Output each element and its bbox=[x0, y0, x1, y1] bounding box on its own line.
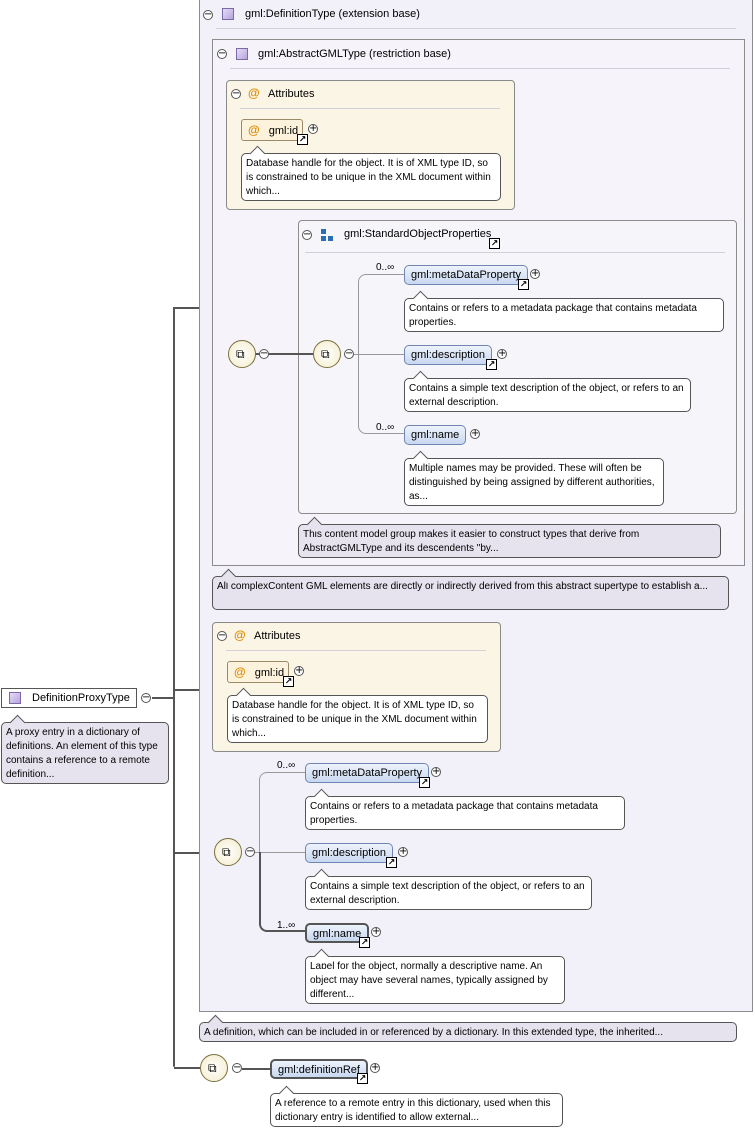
attribute-name: gml:id bbox=[268, 125, 299, 137]
collapse-extension-button[interactable]: − bbox=[203, 9, 213, 20]
group-icon bbox=[321, 229, 334, 242]
restriction-title: gml:AbstractGMLType (restriction base) bbox=[258, 48, 451, 60]
collapse-root-button[interactable]: − bbox=[141, 692, 151, 703]
sequence-glyph-icon: ⧉ bbox=[208, 1061, 217, 1075]
sequence-compositor-icon[interactable] bbox=[214, 838, 242, 866]
attribute-icon: @ bbox=[248, 123, 260, 137]
element-description[interactable]: gml:description bbox=[305, 843, 393, 863]
expand-button[interactable]: + bbox=[497, 348, 507, 359]
element-definitionref[interactable]: gml:definitionRef bbox=[270, 1059, 368, 1079]
collapse-sequence-button[interactable]: − bbox=[245, 846, 255, 857]
element-metadataproperty[interactable]: gml:metaDataProperty bbox=[404, 265, 529, 285]
sequence-compositor-icon[interactable] bbox=[228, 340, 256, 368]
complex-type-icon bbox=[236, 48, 248, 60]
attributes-label: Attributes bbox=[268, 88, 315, 100]
reference-arrow-icon[interactable]: ↗ bbox=[518, 279, 529, 290]
divider bbox=[240, 108, 500, 109]
expand-button[interactable]: + bbox=[431, 766, 441, 777]
connector-line bbox=[174, 852, 214, 854]
attribute-name: gml:id bbox=[254, 667, 285, 679]
extension-doc: A definition, which can be included in o… bbox=[199, 1022, 737, 1042]
collapse-sequence-button[interactable]: − bbox=[344, 348, 354, 359]
reference-arrow-icon[interactable]: ↗ bbox=[386, 857, 397, 868]
connector-line bbox=[173, 307, 200, 309]
collapse-sequence-button[interactable]: − bbox=[232, 1062, 242, 1073]
complex-type-icon bbox=[222, 8, 234, 20]
extension-title: gml:DefinitionType (extension base) bbox=[245, 8, 420, 20]
element-doc: Contains a simple text description of th… bbox=[305, 876, 592, 910]
connector-line bbox=[173, 307, 175, 1067]
expand-button[interactable]: + bbox=[530, 268, 540, 279]
collapse-restriction-button[interactable]: − bbox=[217, 48, 227, 59]
element-doc: Contains a simple text description of th… bbox=[404, 378, 691, 412]
attributes-label: Attributes bbox=[254, 630, 301, 642]
complex-type-icon bbox=[9, 692, 21, 704]
expand-button[interactable]: + bbox=[371, 926, 381, 937]
divider bbox=[226, 650, 486, 651]
expand-button[interactable]: + bbox=[370, 1062, 380, 1073]
element-name[interactable]: gml:name bbox=[305, 923, 370, 943]
attribute-icon: @ bbox=[248, 86, 260, 100]
collapse-attributes-button[interactable]: − bbox=[231, 88, 241, 99]
reference-arrow-icon[interactable]: ↗ bbox=[486, 359, 497, 370]
reference-arrow-icon[interactable]: ↗ bbox=[297, 134, 308, 145]
connector-line bbox=[242, 1068, 270, 1070]
expand-button[interactable]: + bbox=[294, 665, 304, 676]
reference-arrow-icon[interactable]: ↗ bbox=[489, 238, 500, 249]
expand-button[interactable]: + bbox=[308, 123, 318, 134]
expand-button[interactable]: + bbox=[470, 428, 480, 439]
attribute-doc: Database handle for the object. It is of… bbox=[227, 695, 488, 743]
sequence-glyph-icon: ⧉ bbox=[236, 347, 245, 361]
element-description[interactable]: gml:description bbox=[404, 345, 492, 365]
group-title: gml:StandardObjectProperties bbox=[344, 228, 492, 240]
group-doc: This content model group makes it easier… bbox=[298, 524, 721, 558]
collapse-group-button[interactable]: − bbox=[302, 229, 312, 240]
connector-line bbox=[354, 354, 404, 355]
element-doc: A reference to a remote entry in this di… bbox=[270, 1093, 563, 1127]
element-doc: Contains or refers to a metadata package… bbox=[404, 298, 724, 332]
attribute-icon: @ bbox=[234, 665, 246, 679]
occurrence-label: 0..∞ bbox=[376, 262, 395, 273]
root-type-name: DefinitionProxyType bbox=[32, 692, 130, 704]
reference-arrow-icon[interactable]: ↗ bbox=[283, 676, 294, 687]
connector-line bbox=[152, 697, 174, 699]
expand-button[interactable]: + bbox=[398, 846, 408, 857]
occurrence-label: 0..∞ bbox=[376, 422, 395, 433]
attribute-gml-id[interactable]: @ gml:id bbox=[227, 661, 289, 683]
branch-line bbox=[259, 772, 305, 852]
attribute-icon: @ bbox=[234, 628, 246, 642]
sequence-compositor-icon[interactable] bbox=[200, 1054, 228, 1082]
divider bbox=[216, 28, 736, 29]
connector-line bbox=[255, 852, 305, 853]
sequence-glyph-icon: ⧉ bbox=[321, 347, 330, 361]
root-type-box[interactable]: DefinitionProxyType bbox=[1, 688, 137, 708]
element-doc: Label for the object, normally a descrip… bbox=[305, 956, 565, 1004]
occurrence-label: 1..∞ bbox=[277, 920, 296, 931]
occurrence-label: 0..∞ bbox=[277, 760, 296, 771]
reference-arrow-icon[interactable]: ↗ bbox=[357, 1073, 368, 1084]
root-doc: A proxy entry in a dictionary of definit… bbox=[1, 722, 169, 784]
element-doc: Multiple names may be provided. These wi… bbox=[404, 458, 664, 506]
branch-line bbox=[259, 852, 305, 932]
connector-line bbox=[255, 353, 313, 355]
sequence-glyph-icon: ⧉ bbox=[222, 845, 231, 859]
restriction-doc: All complexContent GML elements are dire… bbox=[212, 576, 729, 610]
connector-line bbox=[174, 689, 214, 691]
attribute-doc: Database handle for the object. It is of… bbox=[241, 153, 501, 201]
element-metadataproperty[interactable]: gml:metaDataProperty bbox=[305, 763, 430, 783]
element-name[interactable]: gml:name bbox=[404, 425, 467, 445]
divider bbox=[230, 68, 730, 69]
sequence-compositor-icon[interactable] bbox=[313, 340, 341, 368]
attribute-gml-id[interactable]: @ gml:id bbox=[241, 119, 303, 141]
divider bbox=[305, 252, 725, 253]
reference-arrow-icon[interactable]: ↗ bbox=[419, 777, 430, 788]
collapse-sequence-button[interactable]: − bbox=[259, 348, 269, 359]
connector-line bbox=[174, 1067, 200, 1069]
reference-arrow-icon[interactable]: ↗ bbox=[359, 937, 370, 948]
element-doc: Contains or refers to a metadata package… bbox=[305, 796, 625, 830]
collapse-attributes-button[interactable]: − bbox=[217, 630, 227, 641]
